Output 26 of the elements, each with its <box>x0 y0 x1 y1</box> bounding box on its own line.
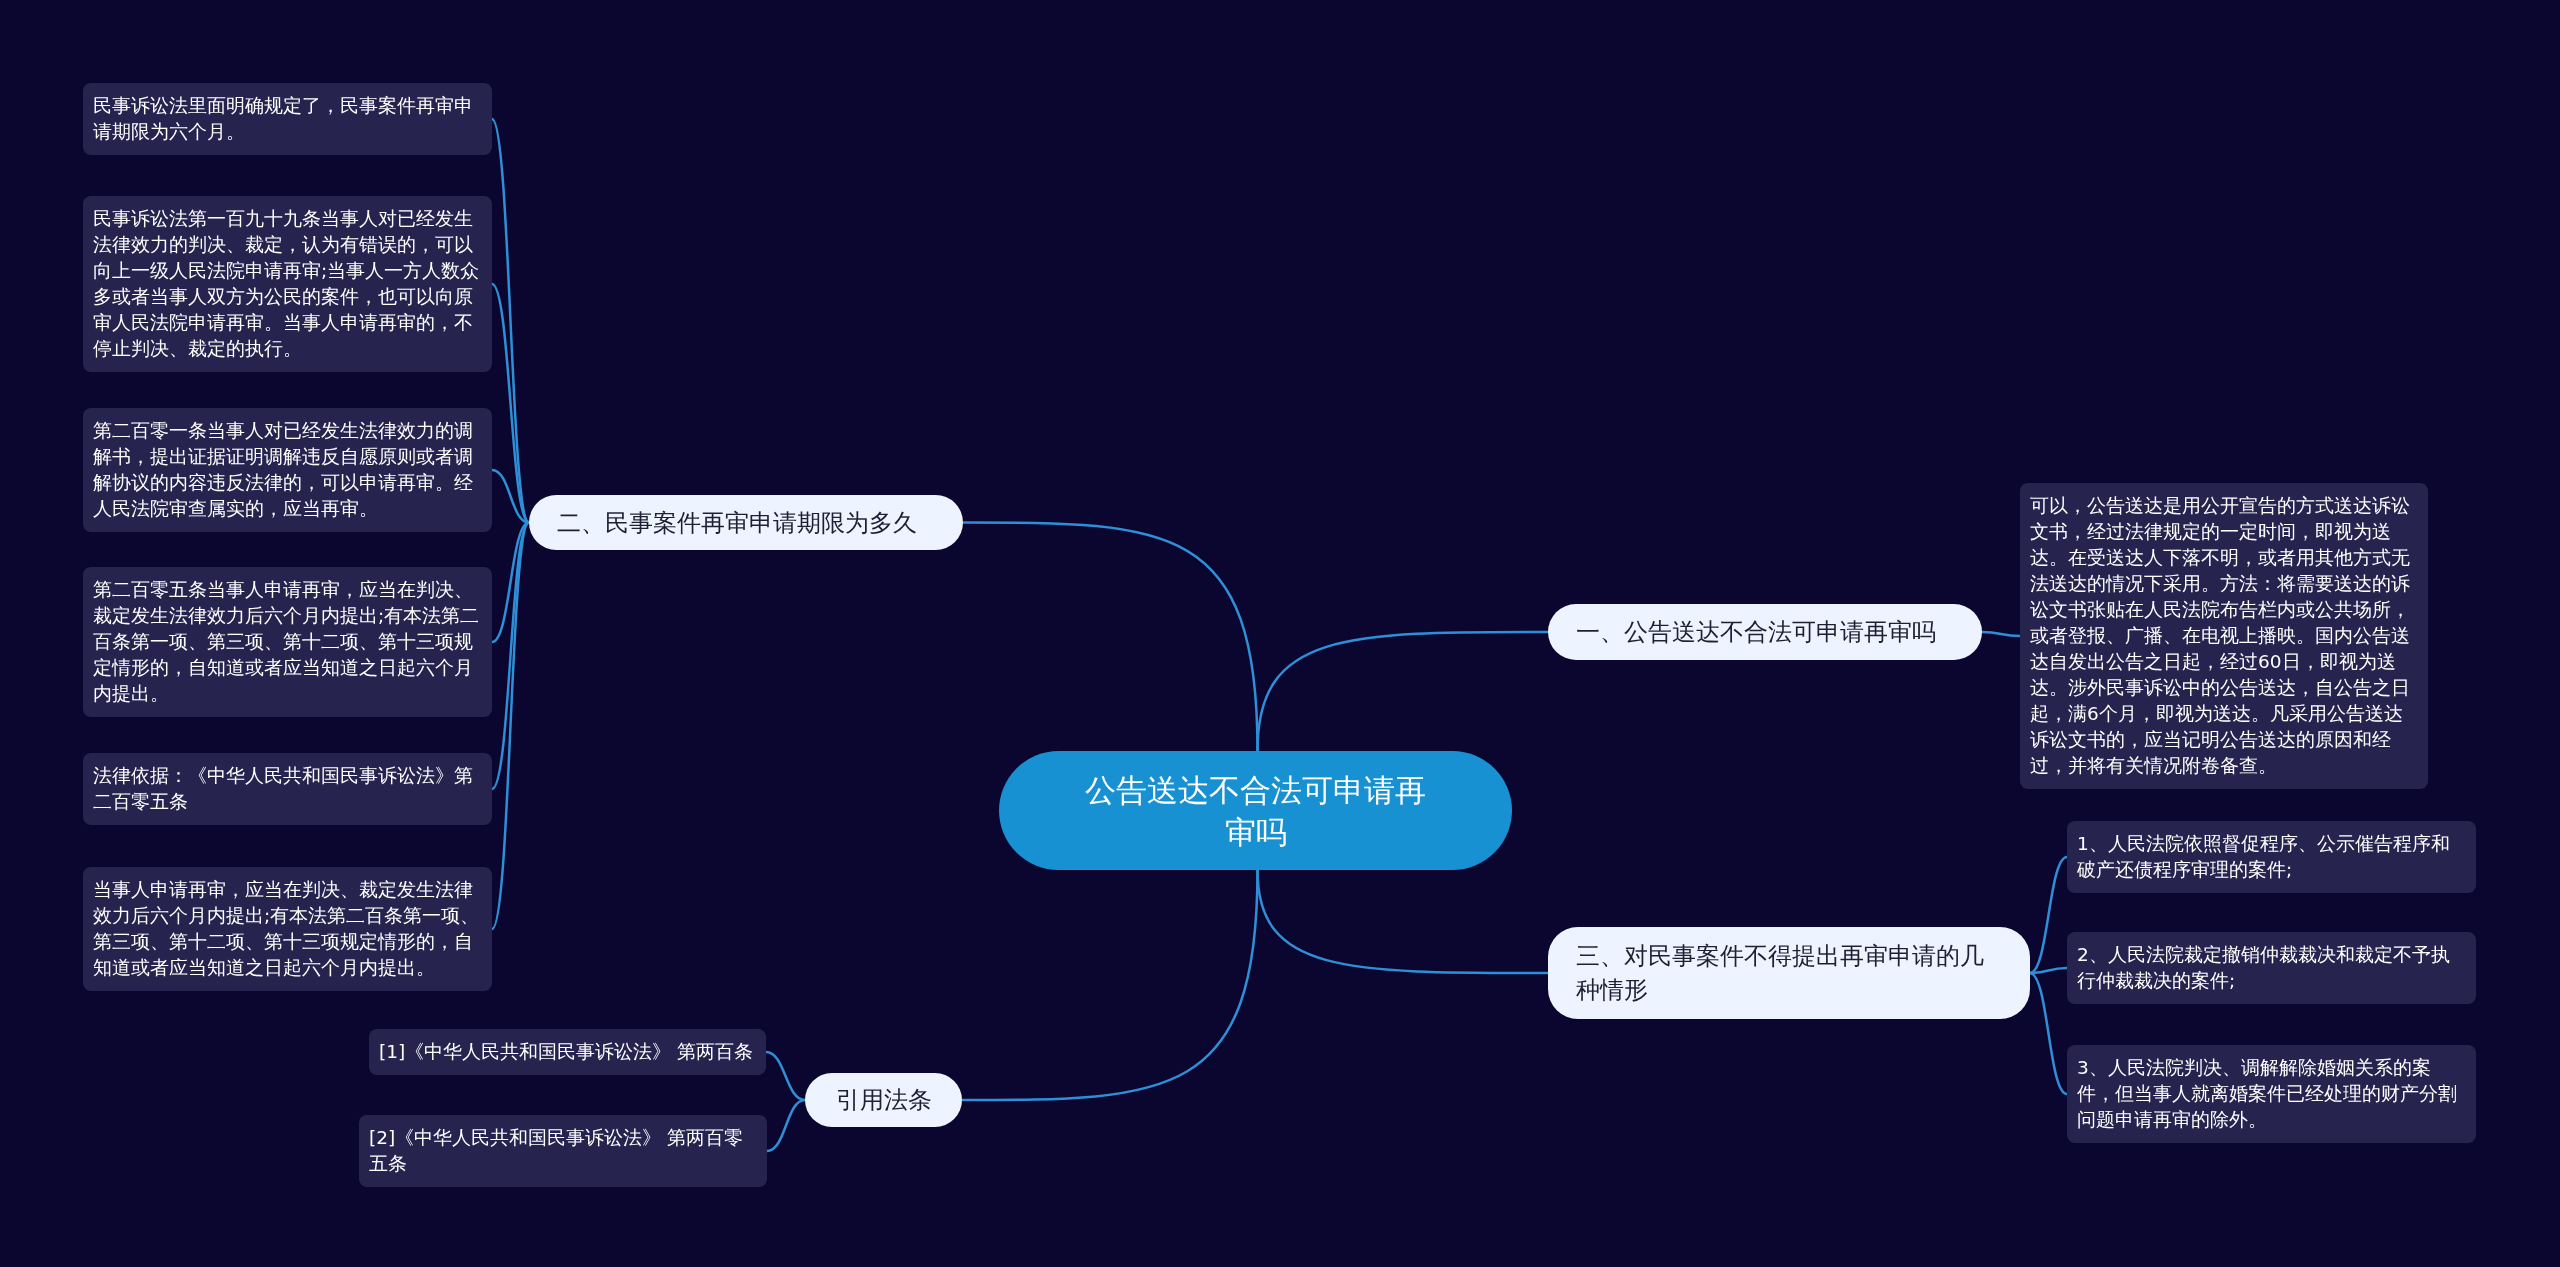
note-card: 第二百零一条当事人对已经发生法律效力的调解书，提出证据证明调解违反自愿原则或者调解协议的内容违反法律的，可以申请再审。经人民法院审查属实的，应当再审。 <box>83 408 492 532</box>
note-card: 民事诉讼法第一百九十九条当事人对已经发生法律效力的判决、裁定，认为有错误的，可以向上一级人民法院申请再审;当事人一方人数众多或者当事人双方为公民的案件，也可以向原审人民法院申请再审。当事人申请再审的，不停止判决、裁定的执行。 <box>83 196 492 372</box>
connector-line <box>490 521 531 930</box>
note-card: [1]《中华人民共和国民事诉讼法》 第两百条 <box>369 1029 766 1075</box>
connector-line <box>962 869 1259 1102</box>
note-card: 2、人民法院裁定撤销仲裁裁决和裁定不予执行仲裁裁决的案件; <box>2067 932 2476 1004</box>
connector-line <box>1981 630 2021 638</box>
note-card: 第二百零五条当事人申请再审，应当在判决、裁定发生法律效力后六个月内提出;有本法第二百条第一项、第三项、第十二项、第十三项规定情形的，自知道或者应当知道之日起六个月内提出。 <box>83 567 492 717</box>
connector-line <box>765 1050 806 1102</box>
connector-line <box>2029 971 2068 1096</box>
topic-pill: 三、对民事案件不得提出再审申请的几种情形 <box>1548 927 2030 1019</box>
connector-line <box>2029 855 2068 975</box>
note-card: 法律依据：《中华人民共和国民事诉讼法》第二百零五条 <box>83 753 492 825</box>
connector-line <box>963 521 1259 752</box>
topic-pill: 二、民事案件再审申请期限为多久 <box>529 495 963 550</box>
note-card: 民事诉讼法里面明确规定了，民事案件再审申请期限为六个月。 <box>83 83 492 155</box>
note-card: 3、人民法院判决、调解解除婚姻关系的案件，但当事人就离婚案件已经处理的财产分割问题申请再审的除外。 <box>2067 1045 2476 1143</box>
note-card: [2]《中华人民共和国民事诉讼法》 第两百零五条 <box>359 1115 767 1187</box>
topic-pill: 一、公告送达不合法可申请再审吗 <box>1548 604 1982 660</box>
connector-line <box>766 1098 806 1153</box>
note-card: 可以，公告送达是用公开宣告的方式送达诉讼文书，经过法律规定的一定时间，即视为送达。在受送达人下落不明，或者用其他方式无法送达的情况下采用。方法：将需要送达的诉讼文书张贴在人民法院布告栏内或公共场所，或者登报、广播、在电视上播映。国内公告送达自发出公告之日起，经过60日，即视为送达。涉外民事诉讼中的公告送达，自公告之日起，满6个月，即视为送达。凡采用公告送达诉讼文书的，应当记明公告送达的原因和经过，并将有关情况附卷备查。 <box>2020 483 2428 789</box>
connector-line <box>491 283 530 524</box>
note-card: 当事人申请再审，应当在判决、裁定发生法律效力后六个月内提出;有本法第二百条第一项、第三项、第十二项、第十三项规定情形的，自知道或者应当知道之日起六个月内提出。 <box>83 867 492 991</box>
topic-pill: 引用法条 <box>805 1073 962 1127</box>
central-topic: 公告送达不合法可申请再审吗 <box>999 751 1512 870</box>
note-card: 1、人民法院依照督促程序、公示催告程序和破产还债程序审理的案件; <box>2067 821 2476 893</box>
